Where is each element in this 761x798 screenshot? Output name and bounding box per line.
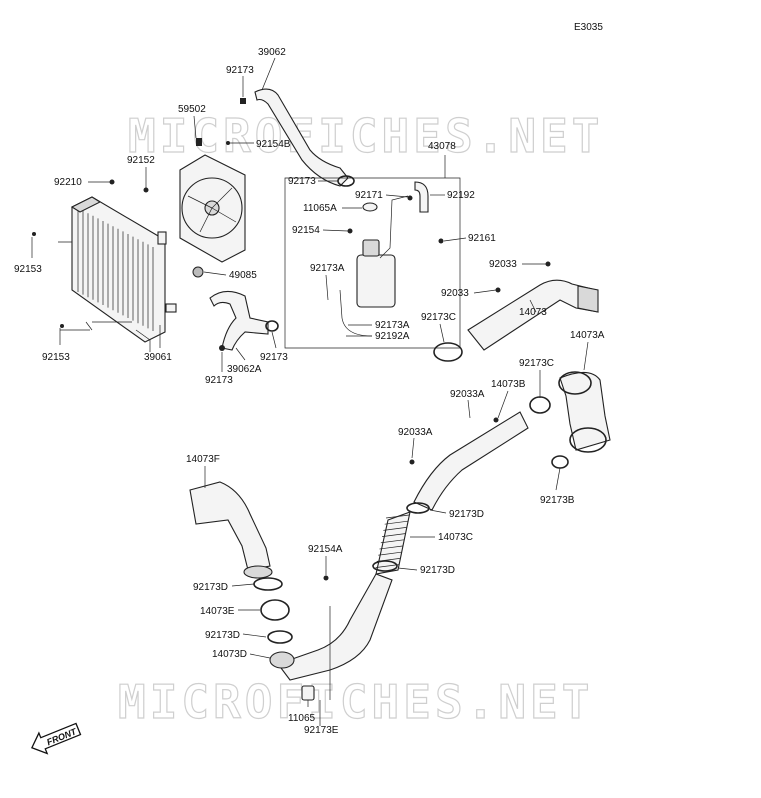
- part-label-92033a: 92033A: [398, 427, 433, 438]
- hose-14073: [467, 279, 599, 351]
- hose-14073C: [375, 511, 411, 575]
- radiator-fan: [179, 154, 246, 263]
- clamp-92173D-1: [406, 502, 430, 514]
- part-label-49085: 49085: [229, 270, 257, 281]
- part-label-92033a: 92033A: [450, 389, 485, 400]
- clamp-92173D-2: [372, 560, 398, 572]
- part-label-14073c: 14073C: [438, 532, 473, 543]
- part-label-92152: 92152: [127, 155, 155, 166]
- part-label-92173d: 92173D: [205, 630, 240, 641]
- part-label-92173a: 92173A: [375, 320, 410, 331]
- part-label-59502: 59502: [178, 104, 206, 115]
- fasteners: [32, 98, 551, 581]
- part-number-labels: 39062 92173 59502 92154B 92152 43078 92210 9217…: [14, 47, 605, 736]
- radiator: [70, 196, 177, 343]
- watermark-top: MICROFICHES.NET: [128, 109, 603, 163]
- part-label-92192a: 92192A: [375, 331, 410, 342]
- part-label-14073b: 14073B: [491, 379, 526, 390]
- clamp-92173-lower: [265, 320, 279, 332]
- part-label-92173e: 92173E: [304, 725, 339, 736]
- part-label-14073d: 14073D: [212, 649, 247, 660]
- part-label-92173a: 92173A: [310, 263, 345, 274]
- clamp-14073E: [260, 599, 290, 621]
- part-label-92173d: 92173D: [193, 582, 228, 593]
- part-label-14073e: 14073E: [200, 606, 235, 617]
- part-label-39061: 39061: [144, 352, 172, 363]
- part-label-92153: 92153: [42, 352, 70, 363]
- clamp-92173C-right: [529, 396, 551, 414]
- lower-hose-39062A: [209, 290, 269, 351]
- part-label-39062: 39062: [258, 47, 286, 58]
- part-label-92173d: 92173D: [420, 565, 455, 576]
- part-label-92173d: 92173D: [449, 509, 484, 520]
- upper-hose-39062: [254, 88, 349, 187]
- air-duct-14073F: [189, 481, 273, 579]
- part-label-92173b: 92173B: [540, 495, 575, 506]
- part-label-14073: 14073: [519, 307, 547, 318]
- leader-lines: [31, 57, 589, 726]
- part-label-11065a: 11065A: [303, 203, 337, 214]
- diagram-id: E3035: [574, 22, 603, 33]
- part-label-92173: 92173: [226, 65, 254, 76]
- part-label-92154a: 92154A: [308, 544, 343, 555]
- part-label-92173c: 92173C: [421, 312, 456, 323]
- part-label-11065: 11065: [288, 713, 316, 724]
- part-label-92173c: 92173C: [519, 358, 554, 369]
- clamp-92173D-4: [267, 630, 293, 644]
- part-label-43078: 43078: [428, 141, 456, 152]
- part-label-92210: 92210: [54, 177, 82, 188]
- part-label-92192: 92192: [447, 190, 475, 201]
- part-label-92173: 92173: [205, 375, 233, 386]
- hose-14073A: [558, 371, 611, 453]
- part-label-92153: 92153: [14, 264, 42, 275]
- coolant-reservoir: [339, 181, 429, 337]
- part-label-92154: 92154: [292, 225, 320, 236]
- clamp-92173D-3: [253, 577, 283, 591]
- clamp-92173C-left: [433, 342, 463, 362]
- part-label-92161: 92161: [468, 233, 496, 244]
- part-label-92033: 92033: [441, 288, 469, 299]
- part-label-14073a: 14073A: [570, 330, 605, 341]
- part-label-92173: 92173: [260, 352, 288, 363]
- clamp-92173B: [551, 455, 569, 469]
- part-label-92033: 92033: [489, 259, 517, 270]
- part-label-14073f: 14073F: [186, 454, 220, 465]
- part-label-92173: 92173: [288, 176, 316, 187]
- watermark-bottom: MICROFICHES.NET: [118, 675, 593, 729]
- part-label-92154b: 92154B: [256, 139, 291, 150]
- part-label-92171: 92171: [355, 190, 383, 201]
- pipe-14073D: [269, 573, 393, 701]
- front-arrow: FRONT: [31, 722, 82, 755]
- hose-14073B: [413, 411, 529, 511]
- part-label-39062a: 39062A: [227, 364, 262, 375]
